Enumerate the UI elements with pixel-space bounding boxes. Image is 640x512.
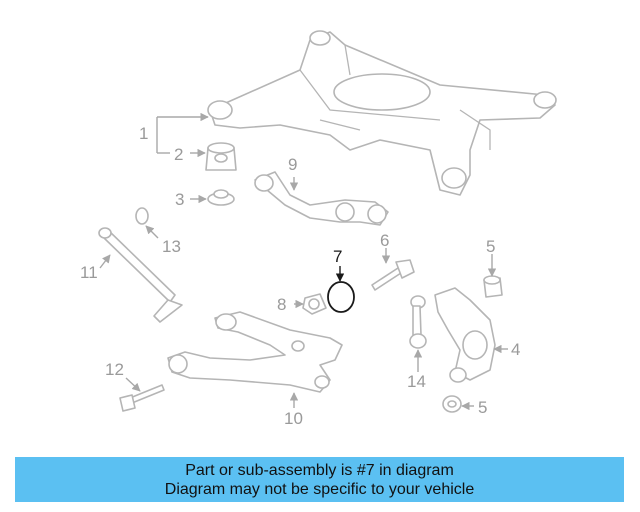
- callout-3: 3: [175, 190, 184, 209]
- bushing-part-5-lower: [442, 395, 462, 413]
- callout-5-lower: 5: [478, 398, 487, 417]
- callout-12: 12: [105, 360, 124, 379]
- callout-8: 8: [277, 295, 286, 314]
- callout-10: 10: [284, 409, 303, 428]
- stabilizer-link-part-11: [98, 227, 183, 323]
- bushing-cap-part-3: [207, 189, 235, 206]
- toe-link-part-14: [409, 295, 427, 349]
- seal-ring-part-7: [327, 281, 355, 313]
- callout-9: 9: [288, 155, 297, 174]
- bolt-part-6: [371, 259, 415, 291]
- callout-13: 13: [162, 237, 181, 256]
- upper-arm-part-9: [254, 171, 389, 226]
- callout-7: 7: [333, 247, 342, 266]
- bushing-part-5-upper: [483, 275, 503, 298]
- bushing-part-2: [205, 142, 237, 171]
- banner-line-2: Diagram may not be specific to your vehi…: [164, 480, 475, 498]
- banner-line-1: Part or sub-assembly is #7 in diagram: [185, 461, 454, 479]
- callout-1: 1: [139, 124, 148, 143]
- callout-5-upper: 5: [486, 237, 495, 256]
- callout-14: 14: [407, 372, 426, 391]
- subframe-part-1: [207, 30, 557, 196]
- callout-11: 11: [80, 263, 98, 282]
- nut-part-8: [302, 293, 327, 315]
- callout-4: 4: [511, 340, 520, 359]
- bolt-part-12: [119, 384, 165, 412]
- callout-6: 6: [380, 231, 389, 250]
- washer-part-13: [135, 207, 149, 225]
- knuckle-part-4: [434, 287, 496, 383]
- lower-arm-part-10: [167, 311, 343, 393]
- leader-lines: [99, 117, 508, 411]
- info-banner: Part or sub-assembly is #7 in diagram Di…: [15, 457, 624, 502]
- callout-2: 2: [174, 145, 183, 164]
- callout-labels: 1 2 3 9 13 11 6 7 5 8 4 14 12 5 10: [80, 124, 520, 428]
